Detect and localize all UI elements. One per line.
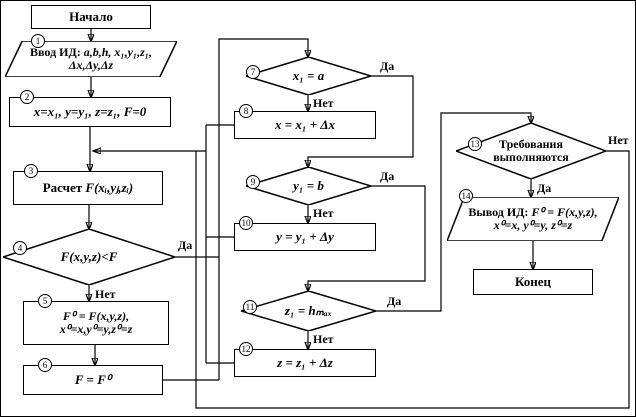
- node-1-input: 1 Ввод ИД: a,b,h, x₁,y₁,z₁,Δx,Δy,Δz: [5, 34, 177, 77]
- edge-label-no-13: Нет: [608, 133, 629, 147]
- edge-label-yes-9: Да: [380, 169, 395, 183]
- parallelogram-shape: [447, 197, 619, 241]
- edge-9-yes-to-11: [308, 185, 426, 291]
- node-8-number: 8: [239, 104, 253, 118]
- node-3-label: Расчет F(xᵢ,yⱼ,zᵢ): [39, 179, 138, 196]
- node-8-step-x: 8 x = x₁ + Δx: [234, 104, 376, 139]
- diamond-shape: [241, 291, 376, 331]
- node-start-label: Начало: [69, 8, 113, 24]
- node-1-formula1: a,b,h, x₁,y₁,z₁,: [83, 44, 152, 59]
- node-13-line1: Требования: [499, 136, 563, 151]
- edge-to-7: [218, 38, 308, 380]
- node-9-decision-y: 9 y₁ = b: [246, 167, 371, 205]
- node-5-label: F⁰ = F(x,y,z),x⁰=x,y⁰=y,z⁰=z: [56, 308, 137, 337]
- node-end: Конец: [473, 269, 593, 295]
- node-1-prefix: Ввод ИД:: [30, 44, 84, 59]
- node-6-number: 6: [38, 358, 52, 372]
- node-7-label: x₁ = a: [292, 67, 325, 83]
- node-11-label: z₁ = hₘₐₓ: [284, 302, 333, 318]
- node-4-label: F(x,y,z)<F: [60, 248, 118, 264]
- node-8-label: x = x₁ + Δx: [275, 116, 335, 132]
- node-2-init: 2 x=x₁, y=y₁, z=z₁, F=0: [9, 90, 171, 127]
- node-1-label: Ввод ИД: a,b,h, x₁,y₁,z₁,Δx,Δy,Δz: [26, 44, 156, 73]
- node-7-number: 7: [246, 65, 260, 79]
- node-11-number: 11: [243, 300, 257, 314]
- node-6-label: F = F⁰: [74, 371, 112, 387]
- edge-label-yes-4: Да: [178, 238, 193, 252]
- node-14-number: 14: [459, 189, 473, 203]
- node-14-formula1: F⁰ = F(x,y,z),: [531, 204, 598, 219]
- node-10-label: y = y₁ + Δy: [276, 228, 334, 244]
- node-12-number: 12: [239, 342, 253, 356]
- node-14-prefix: Вывод ИД:: [468, 204, 532, 219]
- node-3-number: 3: [24, 164, 38, 178]
- node-5-number: 5: [38, 294, 52, 308]
- node-9-label: y₁ = b: [293, 177, 324, 193]
- node-14-formula2: x⁰=x, y⁰=y, z⁰=z: [493, 218, 573, 232]
- diamond-shape: [246, 57, 371, 95]
- node-start: Начало: [31, 5, 151, 29]
- node-end-label: Конец: [514, 273, 552, 289]
- node-4-number: 4: [13, 241, 27, 255]
- node-1-number: 1: [31, 34, 45, 48]
- node-13-number: 13: [468, 137, 482, 151]
- node-3-compute: 3 Расчет F(xᵢ,yⱼ,zᵢ): [13, 164, 163, 205]
- edge-label-no-4: Нет: [95, 287, 116, 301]
- node-3-formula: F(xᵢ,yⱼ,zᵢ): [85, 179, 134, 195]
- node-12-step-z: 12 z = z₁ + Δz: [234, 342, 376, 377]
- node-12-label: z = z₁ + Δz: [277, 354, 333, 370]
- node-14-label: Вывод ИД: F⁰ = F(x,y,z),x⁰=x, y⁰=y, z⁰=z: [464, 204, 601, 233]
- node-2-label: x=x₁, y=y₁, z=z₁, F=0: [33, 103, 147, 119]
- parallelogram-shape: [5, 41, 177, 77]
- node-7-decision-x: 7 x₁ = a: [246, 57, 371, 95]
- node-13-line2: выполняются: [493, 150, 569, 164]
- edge-label-no-11: Нет: [313, 332, 334, 346]
- edge-label-yes-11: Да: [387, 294, 402, 308]
- edge-label-yes-13: Да: [537, 181, 552, 195]
- node-3-prefix: Расчет: [42, 179, 86, 195]
- node-6-assign: 6 F = F⁰: [23, 358, 163, 395]
- diamond-shape: [3, 229, 175, 285]
- diamond-shape: [246, 167, 371, 205]
- node-1-formula2: Δx,Δy,Δz: [68, 58, 114, 72]
- node-5-formula2: x⁰=x,y⁰=y,z⁰=z: [59, 322, 133, 336]
- node-14-output: 14 Вывод ИД: F⁰ = F(x,y,z),x⁰=x, y⁰=y, z…: [447, 189, 619, 241]
- edge-7-yes-to-9: [308, 75, 414, 167]
- edge-label-no-9: Нет: [313, 206, 334, 220]
- node-10-number: 10: [239, 216, 253, 230]
- node-2-number: 2: [20, 90, 34, 104]
- node-11-decision-z: 11 z₁ = hₘₐₓ: [241, 291, 376, 331]
- edge-label-yes-7: Да: [380, 59, 395, 73]
- edge-label-no-7: Нет: [313, 96, 334, 110]
- node-5-store-best: 5 F⁰ = F(x,y,z),x⁰=x,y⁰=y,z⁰=z: [23, 294, 169, 345]
- node-4-decision: 4 F(x,y,z)<F: [3, 229, 175, 285]
- node-9-number: 9: [246, 175, 260, 189]
- node-5-formula1: F⁰ = F(x,y,z),: [62, 308, 130, 323]
- edge-11-yes-to-13: [376, 112, 531, 312]
- edge-13-no-loop: [195, 150, 630, 409]
- node-10-step-y: 10 y = y₁ + Δy: [234, 216, 376, 251]
